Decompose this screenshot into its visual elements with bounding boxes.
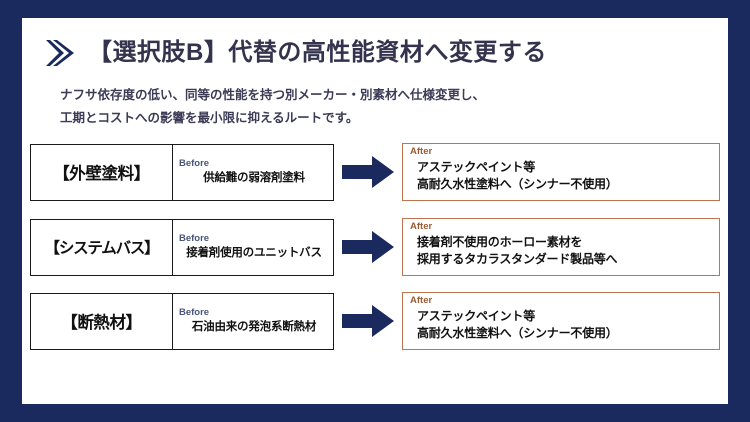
double-chevron-right-icon	[40, 36, 80, 70]
comparison-row: 【外壁塗料】 Before 供給難の弱溶剤塗料 After アステックペイント等…	[30, 143, 720, 201]
item-label: 【システムバス】	[44, 240, 160, 257]
after-box: After アステックペイント等 高耐久水性塗料へ（シンナー不使用）	[402, 292, 720, 350]
after-box: After アステックペイント等 高耐久水性塗料へ（シンナー不使用）	[402, 143, 720, 201]
subtitle-line-1: ナフサ依存度の低い、同等の性能を持つ別メーカー・別素材へ仕様変更し、	[60, 88, 486, 102]
comparison-row: 【断熱材】 Before 石油由来の発泡系断熱材 After アステックペイント…	[30, 292, 720, 350]
after-line-2: 高耐久水性塗料へ（シンナー不使用）	[417, 177, 618, 192]
after-line-1: アステックペイント等	[417, 159, 536, 174]
item-cell: 【外壁塗料】	[31, 144, 173, 200]
after-tag: After	[410, 295, 433, 306]
item-cell: 【システムバス】	[31, 219, 173, 275]
before-tag: Before	[179, 157, 210, 169]
block-arrow-right-icon	[334, 292, 402, 350]
slide-canvas: 【選択肢B】代替の高性能資材へ変更する ナフサ依存度の低い、同等の性能を持つ別メ…	[22, 18, 728, 404]
before-tag: Before	[179, 306, 210, 318]
before-value: 石油由来の発泡系断熱材	[191, 321, 317, 334]
before-box: 【システムバス】 Before 接着剤使用のユニットバス	[30, 218, 334, 276]
block-arrow-right-icon	[334, 143, 402, 201]
after-line-2: 高耐久水性塗料へ（シンナー不使用）	[417, 326, 618, 341]
before-value: 接着剤使用のユニットバス	[186, 247, 322, 260]
after-line-1: 接着剤不使用のホーロー素材を	[417, 234, 583, 249]
after-tag: After	[410, 146, 433, 157]
subtitle-line-2: 工期とコストへの影響を最小限に抑えるルートです。	[60, 111, 359, 126]
after-tag: After	[410, 221, 433, 232]
before-cell: Before 石油由来の発泡系断熱材	[173, 294, 333, 349]
block-arrow-right-icon	[334, 218, 402, 276]
before-cell: Before 供給難の弱溶剤塗料	[173, 145, 333, 200]
before-cell: Before 接着剤使用のユニットバス	[173, 220, 333, 275]
subtitle: ナフサ依存度の低い、同等の性能を持つ別メーカー・別素材へ仕様変更し、 工期とコス…	[60, 84, 700, 130]
page-title: 【選択肢B】代替の高性能資材へ変更する	[88, 39, 547, 66]
item-cell: 【断熱材】	[31, 293, 173, 349]
item-label: 【外壁塗料】	[53, 165, 150, 183]
before-value: 供給難の弱溶剤塗料	[203, 172, 305, 185]
before-box: 【断熱材】 Before 石油由来の発泡系断熱材	[30, 292, 334, 350]
after-line-2: 採用するタカラスタンダード製品等へ	[417, 252, 618, 267]
after-line-1: アステックペイント等	[417, 308, 536, 323]
item-label: 【断熱材】	[61, 314, 142, 332]
before-tag: Before	[179, 232, 210, 244]
title-row: 【選択肢B】代替の高性能資材へ変更する	[40, 32, 710, 74]
after-box: After 接着剤不使用のホーロー素材を 採用するタカラスタンダード製品等へ	[402, 218, 720, 276]
comparison-row: 【システムバス】 Before 接着剤使用のユニットバス After 接着剤不使…	[30, 218, 720, 276]
before-box: 【外壁塗料】 Before 供給難の弱溶剤塗料	[30, 143, 334, 201]
